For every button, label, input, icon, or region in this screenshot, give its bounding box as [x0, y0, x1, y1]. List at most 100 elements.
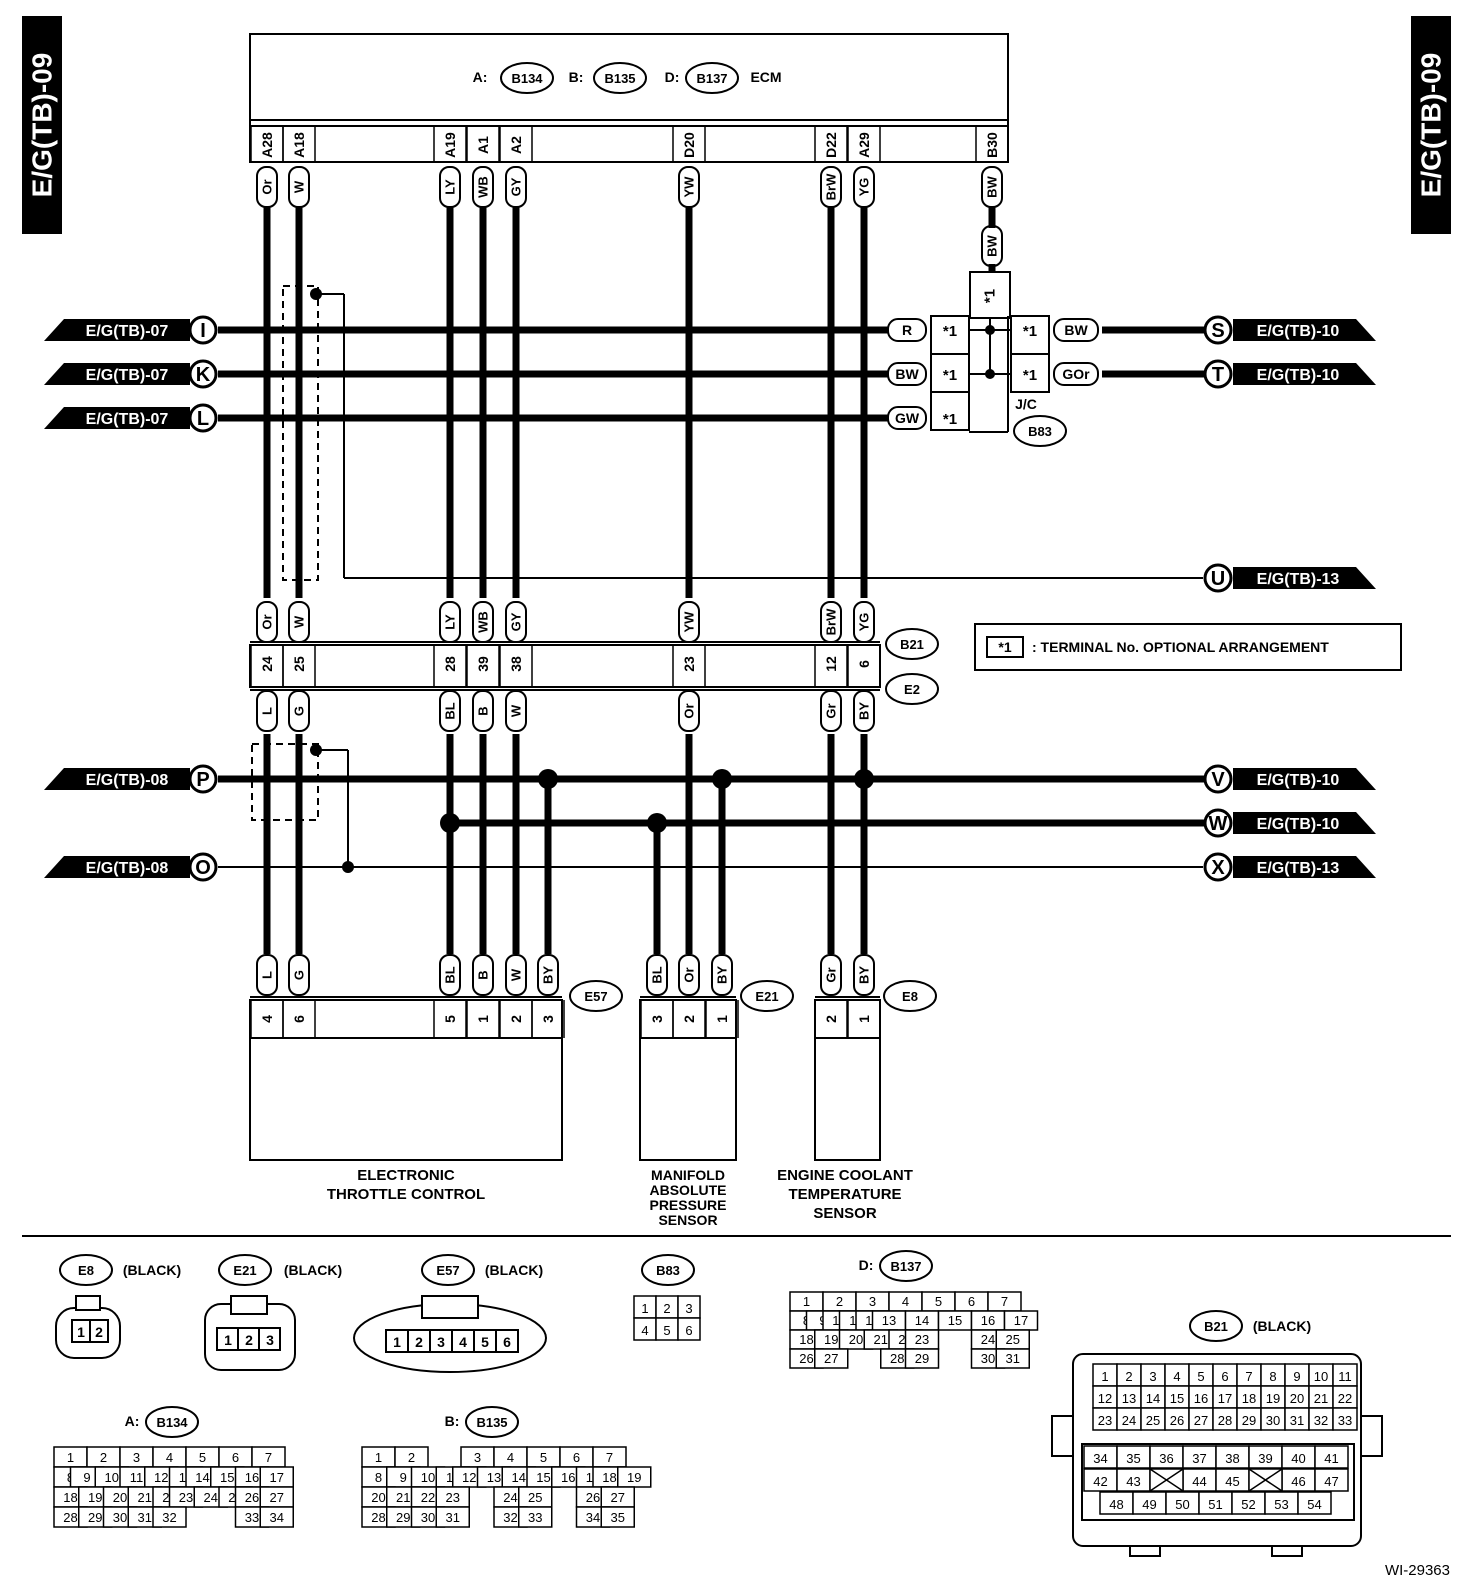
- pin-cell: 34: [270, 1510, 284, 1525]
- right-ref-letter: T: [1212, 364, 1224, 386]
- buses-upper: [218, 285, 1205, 581]
- left-ref-letter: K: [196, 364, 211, 386]
- side-tab-left: E/G(TB)-09: [22, 16, 62, 234]
- pin-cell: 33: [528, 1510, 542, 1525]
- b21-wire-color: BrW: [824, 608, 839, 635]
- svg-text:PRESSURE: PRESSURE: [649, 1197, 726, 1213]
- ecm-pin-D20: D20: [681, 132, 697, 158]
- pin-cell: 19: [824, 1332, 838, 1347]
- pin-cell: 32: [162, 1510, 176, 1525]
- pin-cell: 27: [270, 1490, 284, 1505]
- pin-cell: 31: [138, 1510, 152, 1525]
- ecm-wire-color-A2: GY: [509, 177, 524, 196]
- pin-cell: 6: [685, 1323, 692, 1338]
- pin-cell: 1: [803, 1294, 810, 1309]
- pin-cell: 20: [849, 1332, 863, 1347]
- pin-cell: 44: [1192, 1474, 1206, 1489]
- pin-cell: 7: [606, 1450, 613, 1465]
- view-b137: D: B137 12345678910111213141516171819202…: [789, 1250, 1039, 1369]
- ecm-pin-labels: A28OrA18WA19LYA1WBA2GYD20YWD22BrWA29YGB3…: [250, 126, 1009, 267]
- pin-cell: 6: [573, 1450, 580, 1465]
- pin-cell: 1: [375, 1450, 382, 1465]
- pin-cell: 15: [220, 1470, 234, 1485]
- svg-text:(BLACK): (BLACK): [284, 1262, 342, 1278]
- ecm-wire-color-B30: BW: [985, 175, 1000, 197]
- left-ref-page: E/G(TB)-07: [86, 367, 169, 384]
- view-b135: B: B135 12345678910111213141516171819202…: [361, 1406, 652, 1528]
- b21-label: B21: [900, 637, 924, 652]
- svg-text:*1: *1: [1023, 367, 1037, 384]
- component-pin: 2: [508, 1015, 524, 1023]
- pin-cell: 29: [396, 1510, 410, 1525]
- svg-text:E8: E8: [78, 1263, 94, 1278]
- pin-cell: 8: [375, 1470, 382, 1485]
- left-ref-letter: P: [196, 769, 209, 791]
- ecm-wire-color-A28: Or: [260, 179, 275, 194]
- svg-text:A:: A:: [125, 1413, 140, 1429]
- pin-cell: 16: [561, 1470, 575, 1485]
- component-pin: 1: [856, 1015, 872, 1023]
- svg-text:TEMPERATURE: TEMPERATURE: [788, 1186, 901, 1203]
- pin-cell: 15: [948, 1313, 962, 1328]
- pin-cell: 39: [1258, 1451, 1272, 1466]
- pin-cell: 47: [1324, 1474, 1338, 1489]
- pin-cell: 28: [371, 1510, 385, 1525]
- component-wire-color: W: [509, 968, 524, 981]
- pin-cell: 33: [245, 1510, 259, 1525]
- b21-wire-color: YW: [682, 611, 697, 633]
- pin-cell: 4: [902, 1294, 909, 1309]
- component-pin: 1: [475, 1015, 491, 1023]
- ecm-wire-color-A18: W: [292, 180, 307, 193]
- b21-wire-color: WB: [476, 611, 491, 633]
- ecm-pin-A18: A18: [291, 132, 307, 158]
- pin-cell: 22: [1338, 1391, 1352, 1406]
- pin-cell: 19: [88, 1490, 102, 1505]
- svg-text:MANIFOLD: MANIFOLD: [651, 1167, 725, 1183]
- e2-wire-color: B: [476, 706, 491, 715]
- component-wire-color: BY: [541, 966, 556, 984]
- e57-pin: 1: [393, 1334, 401, 1350]
- e57-pin: 2: [415, 1334, 423, 1350]
- jc-left-color: GW: [895, 410, 920, 426]
- right-ref-letter: V: [1211, 769, 1225, 791]
- ecm-pin-A29: A29: [856, 132, 872, 158]
- pin-cell: 7: [1001, 1294, 1008, 1309]
- pin-cell: 18: [799, 1332, 813, 1347]
- pin-cell: 29: [915, 1351, 929, 1366]
- ecm-conn-d: B137: [696, 71, 727, 86]
- right-ref-page: E/G(TB)-10: [1257, 772, 1340, 789]
- pin-cell: 52: [1241, 1497, 1255, 1512]
- pin-cell: 29: [1242, 1413, 1256, 1428]
- pin-cell: 14: [1146, 1391, 1160, 1406]
- pin-cell: 22: [421, 1490, 435, 1505]
- ecm-wire-color-A1: WB: [476, 176, 491, 198]
- pin-cell: 5: [935, 1294, 942, 1309]
- pin-cell: 42: [1093, 1474, 1107, 1489]
- pin-cell: 16: [981, 1313, 995, 1328]
- svg-text:ENGINE COOLANT: ENGINE COOLANT: [777, 1167, 913, 1184]
- pin-cell: 45: [1225, 1474, 1239, 1489]
- pin-cell: 14: [915, 1313, 929, 1328]
- ecm-block: A: B134 B: B135 D: B137 ECM: [249, 33, 1009, 163]
- svg-text:ABSOLUTE: ABSOLUTE: [650, 1182, 727, 1198]
- component-wire-color: G: [292, 970, 307, 980]
- svg-text:A:: A:: [473, 69, 488, 85]
- pin-cell: 6: [1221, 1369, 1228, 1384]
- pin-cell: 28: [1218, 1413, 1232, 1428]
- pin-cell: 23: [915, 1332, 929, 1347]
- pin-cell: 38: [1225, 1451, 1239, 1466]
- pin-cell: 12: [462, 1470, 476, 1485]
- etc-component: E57 ELECTRONIC THROTTLE CONTROL: [249, 980, 623, 1203]
- pin-cell: 10: [105, 1470, 119, 1485]
- pin-cell: 3: [474, 1450, 481, 1465]
- pin-cell: 26: [245, 1490, 259, 1505]
- joint-pin: 12: [823, 656, 839, 672]
- pin-cell: 18: [602, 1470, 616, 1485]
- component-wire-color: B: [476, 970, 491, 979]
- svg-text:E21: E21: [755, 989, 778, 1004]
- ecm-label: ECM: [750, 69, 781, 85]
- right-ref-page: E/G(TB)-10: [1257, 323, 1340, 340]
- pin-cell: 10: [1314, 1369, 1328, 1384]
- pin-cell: 31: [1006, 1351, 1020, 1366]
